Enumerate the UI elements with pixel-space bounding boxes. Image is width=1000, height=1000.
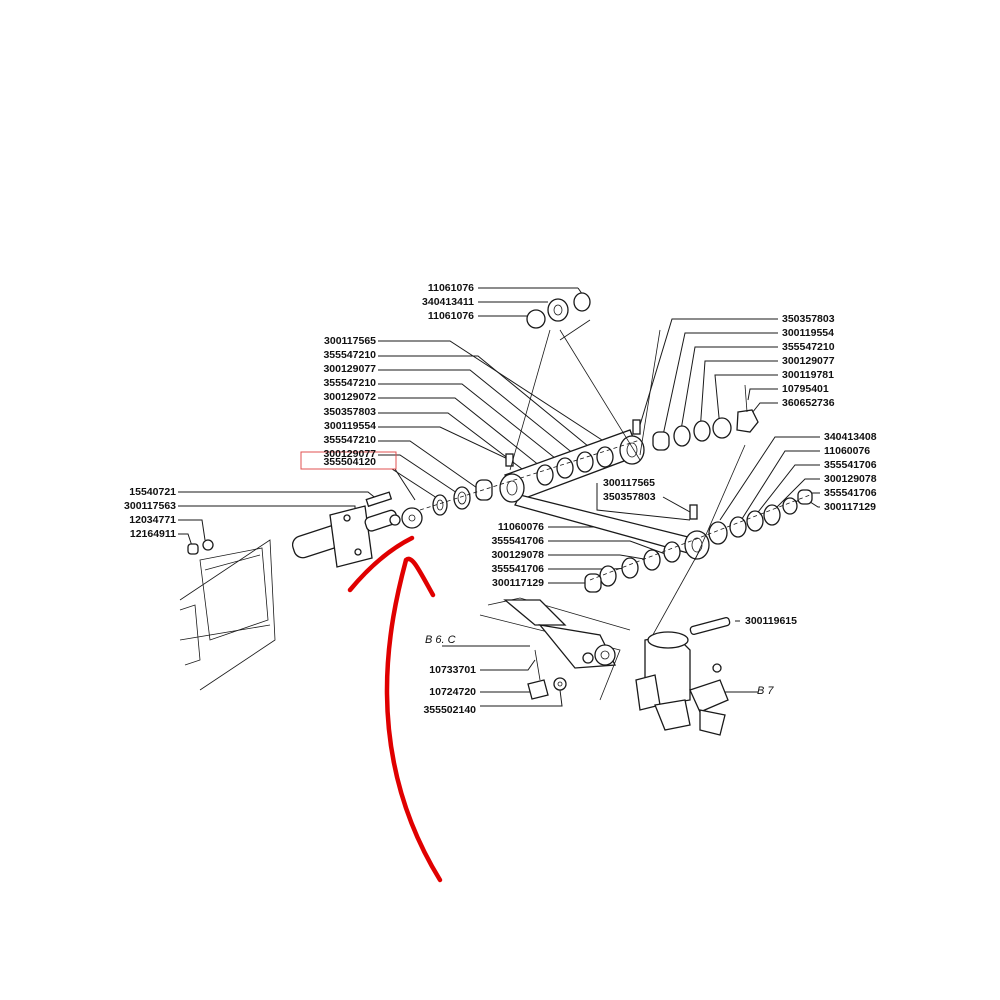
- label-ur-4: 300119781: [782, 369, 834, 381]
- labels-left-stack: 300117565 355547210 300129077 355547210 …: [323, 335, 376, 468]
- label-lc-1: 355541706: [491, 535, 544, 547]
- red-arrow: [384, 556, 443, 883]
- label-left-0: 300117565: [324, 335, 376, 347]
- red-arrow-tail: [347, 535, 415, 593]
- label-ur-6: 360652736: [782, 397, 835, 409]
- leader-lines: [178, 287, 820, 707]
- label-ur-0: 350357803: [782, 313, 835, 325]
- labels-center: 300117565 350357803: [603, 477, 656, 503]
- parts-drawing: [179, 292, 813, 736]
- label-11061076-a: 11061076: [428, 282, 474, 294]
- labels-bottom: 10733701 10724720 355502140: [423, 664, 476, 716]
- label-11061076-b: 11061076: [428, 310, 474, 322]
- label-left-2: 300129077: [323, 363, 376, 375]
- label-340413411: 340413411: [422, 296, 474, 308]
- label-rs-3: 300129078: [824, 473, 877, 485]
- labels-lower-center: 11060076 355541706 300129078 355541706 3…: [491, 521, 544, 589]
- label-ur-2: 355547210: [782, 341, 835, 353]
- label-12034771: 12034771: [129, 514, 176, 526]
- label-rs-1: 11060076: [824, 445, 870, 457]
- label-left-4: 300129072: [323, 391, 376, 403]
- label-center-1: 350357803: [603, 491, 656, 503]
- label-highlighted-355504120: 355504120: [323, 456, 376, 468]
- label-left-7: 355547210: [323, 434, 376, 446]
- label-rs-5: 300117129: [824, 501, 876, 513]
- labels-upper-right: 350357803 300119554 355547210 300129077 …: [782, 313, 835, 409]
- label-15540721: 15540721: [129, 486, 176, 498]
- label-left-1: 355547210: [323, 349, 376, 361]
- label-12164911: 12164911: [130, 528, 176, 540]
- label-300117563: 300117563: [124, 500, 176, 512]
- labels-right-stack: 340413408 11060076 355541706 300129078 3…: [824, 431, 877, 513]
- label-left-8: 300129077: [323, 448, 376, 460]
- label-10724720: 10724720: [429, 686, 476, 698]
- label-lc-4: 300117129: [492, 577, 544, 589]
- label-left-3: 355547210: [323, 377, 376, 389]
- label-ur-5: 10795401: [782, 383, 829, 395]
- label-rs-4: 355541706: [824, 487, 877, 499]
- label-300119615: 300119615: [745, 615, 797, 627]
- label-left-6: 300119554: [324, 420, 376, 432]
- highlight-box: [300, 451, 397, 470]
- label-355502140: 355502140: [423, 704, 476, 716]
- label-ur-1: 300119554: [782, 327, 834, 339]
- ref-b6c: B 6. C: [425, 634, 456, 646]
- label-left-5: 350357803: [323, 406, 376, 418]
- label-center-0: 300117565: [603, 477, 655, 489]
- labels-shaft: 15540721 300117563 12034771 12164911: [124, 486, 176, 540]
- label-10733701: 10733701: [429, 664, 476, 676]
- label-rs-2: 355541706: [824, 459, 877, 471]
- ref-b7: B 7: [757, 685, 774, 697]
- label-lc-2: 300129078: [491, 549, 544, 561]
- label-lc-0: 11060076: [498, 521, 544, 533]
- labels-top: 11061076 340413411 11061076: [422, 282, 474, 322]
- label-rs-0: 340413408: [824, 431, 877, 443]
- label-ur-3: 300129077: [782, 355, 835, 367]
- label-lc-3: 355541706: [491, 563, 544, 575]
